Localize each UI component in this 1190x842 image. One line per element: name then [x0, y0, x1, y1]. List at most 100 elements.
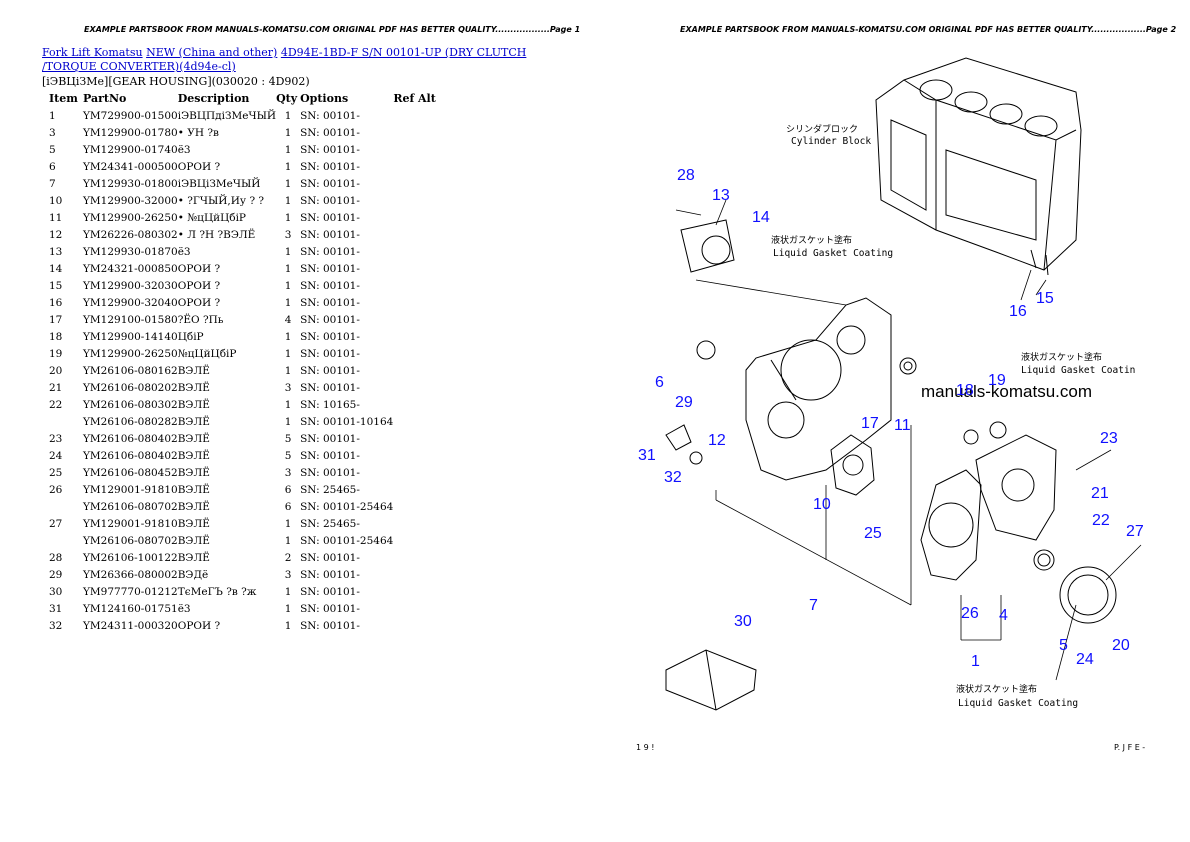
header-qty: Qty: [276, 92, 298, 105]
cell-item: 29: [49, 568, 63, 581]
cell-description: ё3: [177, 602, 191, 615]
callout-16: 16: [1009, 303, 1027, 320]
header-description: Description: [177, 92, 250, 105]
cell-partno: YM26106-080202: [83, 381, 178, 394]
cell-qty: 1: [284, 415, 292, 428]
cell-description: ВЭЛЁ: [177, 364, 210, 377]
cell-options: SN: 00101-: [300, 619, 360, 632]
cell-description: • №цЦйЦбiР: [177, 211, 246, 224]
liquid-gasket-label-3: Liquid Gasket Coating: [958, 698, 1078, 709]
cell-qty: 1: [284, 347, 292, 360]
cell-options: SN: 00101-: [300, 449, 360, 462]
cell-item: 32: [49, 619, 63, 632]
cell-ref-alt: [393, 481, 453, 498]
jp-gasket-label-2: 液状ガスケット塗布: [1021, 351, 1102, 363]
cell-partno: YM129930-01800: [83, 177, 178, 190]
cell-ref-alt: [393, 583, 453, 600]
cell-description: №цЦйЦбiР: [177, 347, 237, 360]
cell-ref-alt: [393, 226, 453, 243]
callout-6: 6: [655, 374, 664, 391]
cell-partno: YM26106-080282: [83, 415, 178, 428]
callout-19: 19: [988, 372, 1006, 389]
exploded-parts-diagram: シリンダブロック Cylinder Block: [636, 57, 1145, 752]
cell-item: 25: [49, 466, 63, 479]
cell-ref-alt: [393, 294, 453, 311]
cell-item: 5: [49, 143, 56, 156]
cell-options: SN: 00101-: [300, 228, 360, 241]
cell-qty: 1: [284, 245, 292, 258]
cell-ref-alt: [393, 515, 453, 532]
cell-item: [44, 498, 83, 515]
cell-options: SN: 00101-: [300, 602, 360, 615]
callout-13: 13: [712, 187, 730, 204]
cell-qty: 1: [284, 211, 292, 224]
cell-description: iЭВЦiЗМеЧЫЙ: [177, 177, 261, 190]
cell-options: SN: 00101-: [300, 143, 360, 156]
cell-item: 22: [49, 398, 63, 411]
cell-ref-alt: [393, 379, 453, 396]
callout-28: 28: [677, 167, 695, 184]
cell-options: SN: 00101-: [300, 364, 360, 377]
cell-ref-alt: [393, 413, 453, 430]
cell-partno: YM129900-26250: [83, 211, 178, 224]
cell-qty: 1: [284, 279, 292, 292]
cell-options: SN: 00101-: [300, 585, 360, 598]
callout-10: 10: [813, 496, 831, 513]
cell-ref-alt: [393, 311, 453, 328]
cell-options: SN: 00101-: [300, 313, 360, 326]
cell-description: iЭВЦПдiЗМеЧЫЙ: [177, 109, 277, 122]
cell-partno: YM129900-32040: [83, 296, 178, 309]
cell-qty: 1: [284, 398, 292, 411]
cell-options: SN: 00101-: [300, 296, 360, 309]
callout-15: 15: [1036, 290, 1054, 307]
breadcrumb-link-region[interactable]: NEW (China and other): [146, 46, 278, 59]
cell-options: SN: 00101-: [300, 347, 360, 360]
cell-qty: 2: [284, 551, 292, 564]
cell-ref-alt: [393, 549, 453, 566]
cell-partno: YM129900-32000: [83, 194, 178, 207]
gear-cover-drawing: [920, 434, 1057, 581]
cell-partno: YM26106-080702: [83, 500, 178, 513]
cell-partno: YM24321-000850: [83, 262, 178, 275]
cell-ref-alt: [393, 107, 453, 124]
leader-lines: [675, 199, 1142, 681]
cell-options: SN: 00101-: [300, 466, 360, 479]
cell-item: 3: [49, 126, 56, 139]
cell-qty: 1: [284, 177, 292, 190]
breadcrumb-link-forklift[interactable]: Fork Lift Komatsu: [42, 46, 143, 59]
callout-32: 32: [664, 469, 682, 486]
callout-23: 23: [1100, 430, 1118, 447]
seals-drawing: [665, 340, 1055, 571]
cell-options: SN: 00101-: [300, 160, 360, 173]
cell-item: 15: [49, 279, 63, 292]
cell-qty: 1: [284, 585, 292, 598]
cell-item: 7: [49, 177, 56, 190]
liquid-gasket-label-1: Liquid Gasket Coating: [773, 248, 893, 259]
rear-plate-drawing: [1059, 566, 1117, 624]
callout-21: 21: [1091, 485, 1109, 502]
callout-7: 7: [809, 597, 818, 614]
cell-qty: 1: [284, 296, 292, 309]
callout-17: 17: [861, 415, 879, 432]
callout-22: 22: [1092, 512, 1110, 529]
cylinder-block-drawing: [875, 57, 1082, 276]
cell-ref-alt: [393, 192, 453, 209]
cell-description: ё3: [177, 143, 191, 156]
cylinder-block-label: Cylinder Block: [791, 136, 871, 147]
gear-case-drawing: [745, 297, 892, 481]
cell-qty: 4: [284, 313, 292, 326]
breadcrumb-link-model[interactable]: 4D94E-1BD-F S/N 00101-UP (DRY CLUTCH /TO…: [42, 46, 527, 73]
cell-item: 21: [49, 381, 63, 394]
cell-partno: YM729900-01500: [83, 109, 178, 122]
section-title: [iЭВЦiЗМе][GEAR HOUSING](030020 : 4D902): [42, 75, 310, 88]
cell-item: 18: [49, 330, 63, 343]
cell-ref-alt: [393, 277, 453, 294]
cell-options: SN: 00101-25464: [300, 534, 394, 547]
cell-qty: 5: [284, 449, 292, 462]
